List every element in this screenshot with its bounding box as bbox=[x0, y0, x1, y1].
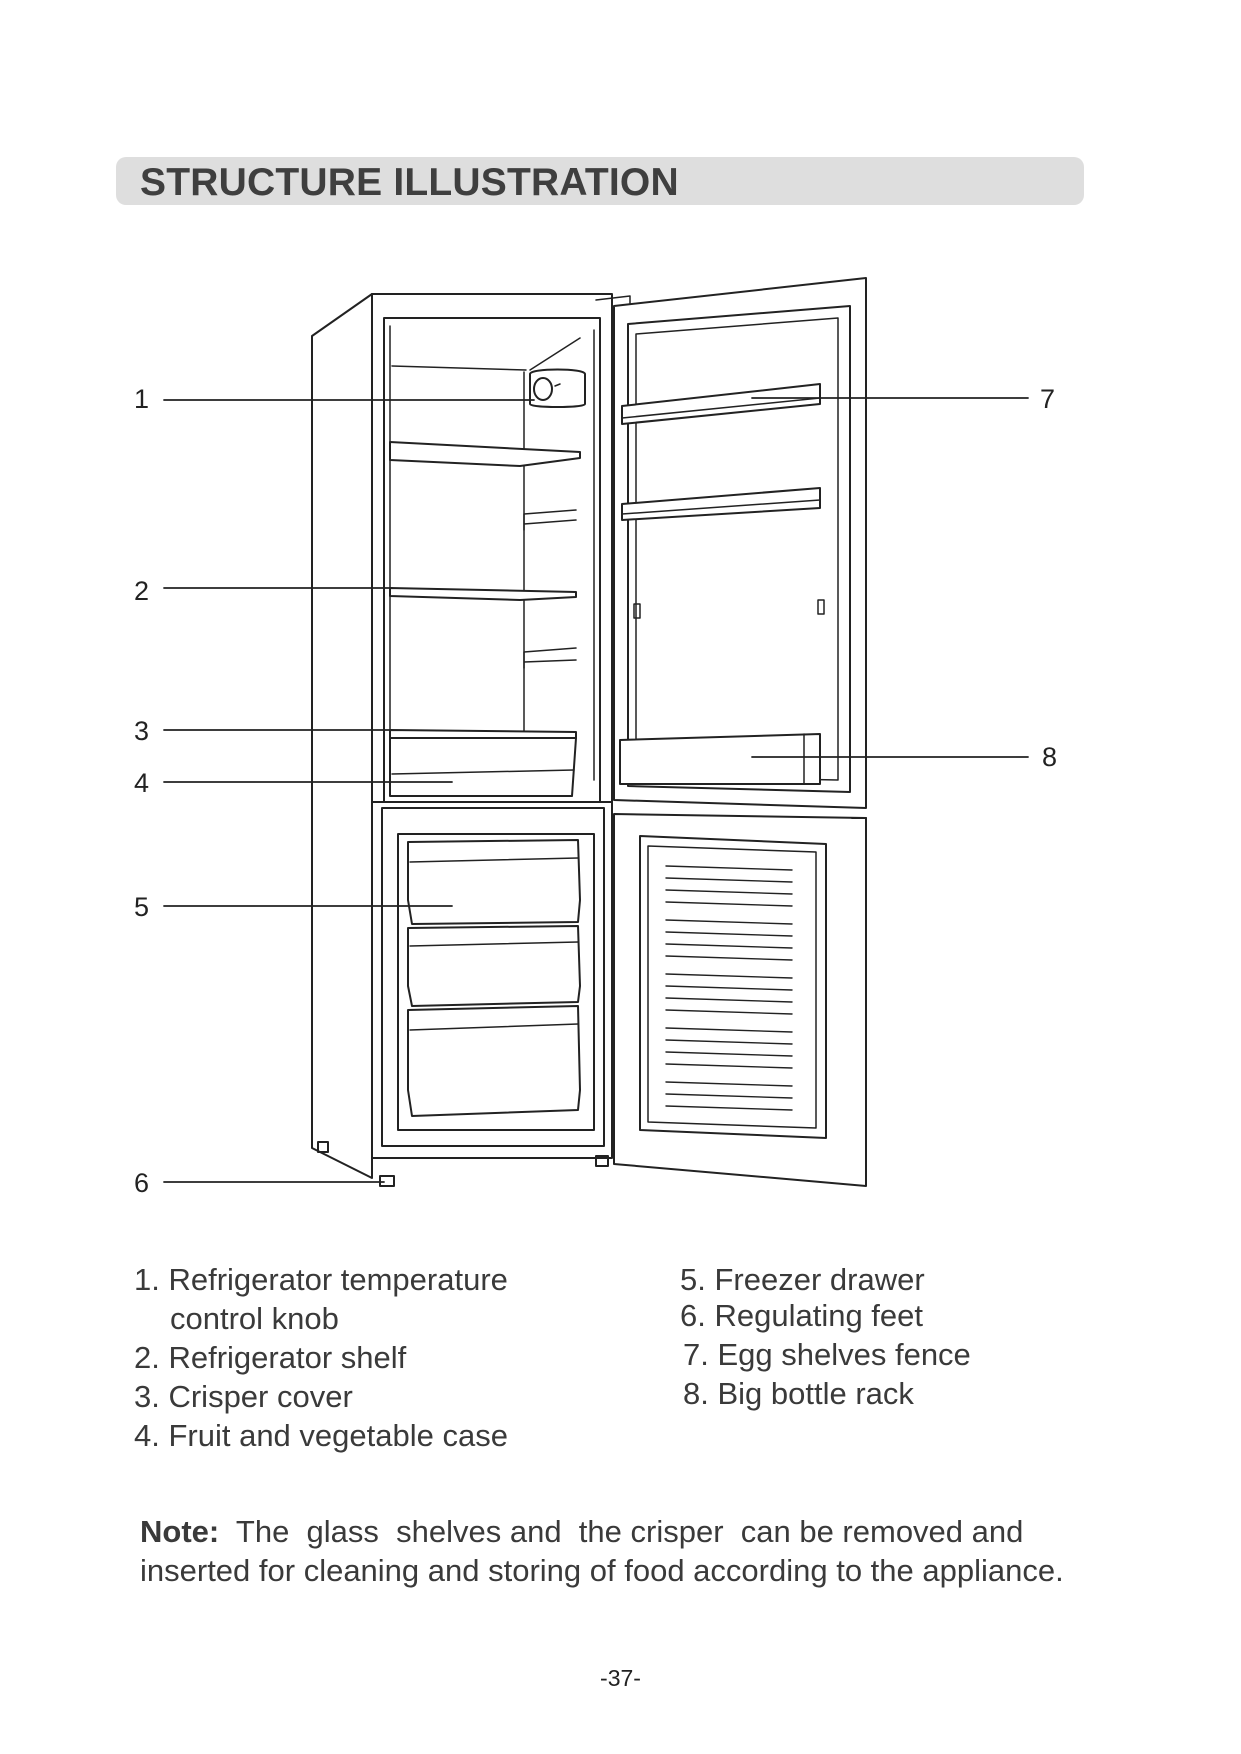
callout-5: 5 bbox=[134, 892, 150, 922]
note-text: The glass shelves and the crisper can be… bbox=[140, 1514, 1064, 1588]
regulating-feet bbox=[317, 1141, 609, 1187]
callout-3: 3 bbox=[134, 716, 150, 746]
callout-2: 2 bbox=[134, 576, 150, 606]
temperature-control-knob bbox=[529, 337, 586, 408]
parts-list-item: 7. Egg shelves fence bbox=[683, 1337, 971, 1372]
callout-8: 8 bbox=[1042, 742, 1058, 772]
parts-list-item: 1. Refrigerator temperature bbox=[134, 1262, 508, 1297]
refrigerator-shelves bbox=[389, 441, 581, 669]
leader-lines bbox=[163, 397, 1029, 1183]
parts-list-item: 6. Regulating feet bbox=[680, 1298, 924, 1333]
section-header-bar: STRUCTURE ILLUSTRATION bbox=[116, 157, 1084, 205]
parts-list-right: 5. Freezer drawer 6. Regulating feet 7. … bbox=[680, 1260, 971, 1413]
parts-list-item: 5. Freezer drawer bbox=[680, 1262, 925, 1297]
parts-list-item: 8. Big bottle rack bbox=[683, 1376, 914, 1411]
big-bottle-rack bbox=[619, 733, 821, 785]
egg-shelves-fence bbox=[621, 383, 821, 425]
note-paragraph: Note: The glass shelves and the crisper … bbox=[140, 1512, 1100, 1590]
section-title: STRUCTURE ILLUSTRATION bbox=[140, 161, 679, 204]
callout-6: 6 bbox=[134, 1168, 150, 1198]
callout-1: 1 bbox=[134, 384, 150, 414]
parts-list-item: 3. Crisper cover bbox=[134, 1379, 353, 1414]
parts-list-left: 1. Refrigerator temperature control knob… bbox=[134, 1260, 508, 1455]
freezer-door bbox=[613, 813, 867, 1187]
callout-4: 4 bbox=[134, 768, 150, 798]
freezer-drawers bbox=[397, 833, 595, 1131]
note-label: Note: bbox=[140, 1514, 220, 1549]
refrigerator-door bbox=[595, 277, 867, 809]
cabinet-body bbox=[311, 293, 613, 1187]
parts-list-item: control knob bbox=[170, 1301, 339, 1336]
parts-list-item: 2. Refrigerator shelf bbox=[134, 1340, 407, 1375]
page-number: -37- bbox=[600, 1665, 641, 1691]
parts-list-item: 4. Fruit and vegetable case bbox=[134, 1418, 508, 1453]
crisper-assembly bbox=[389, 729, 577, 797]
callout-7: 7 bbox=[1040, 384, 1056, 414]
